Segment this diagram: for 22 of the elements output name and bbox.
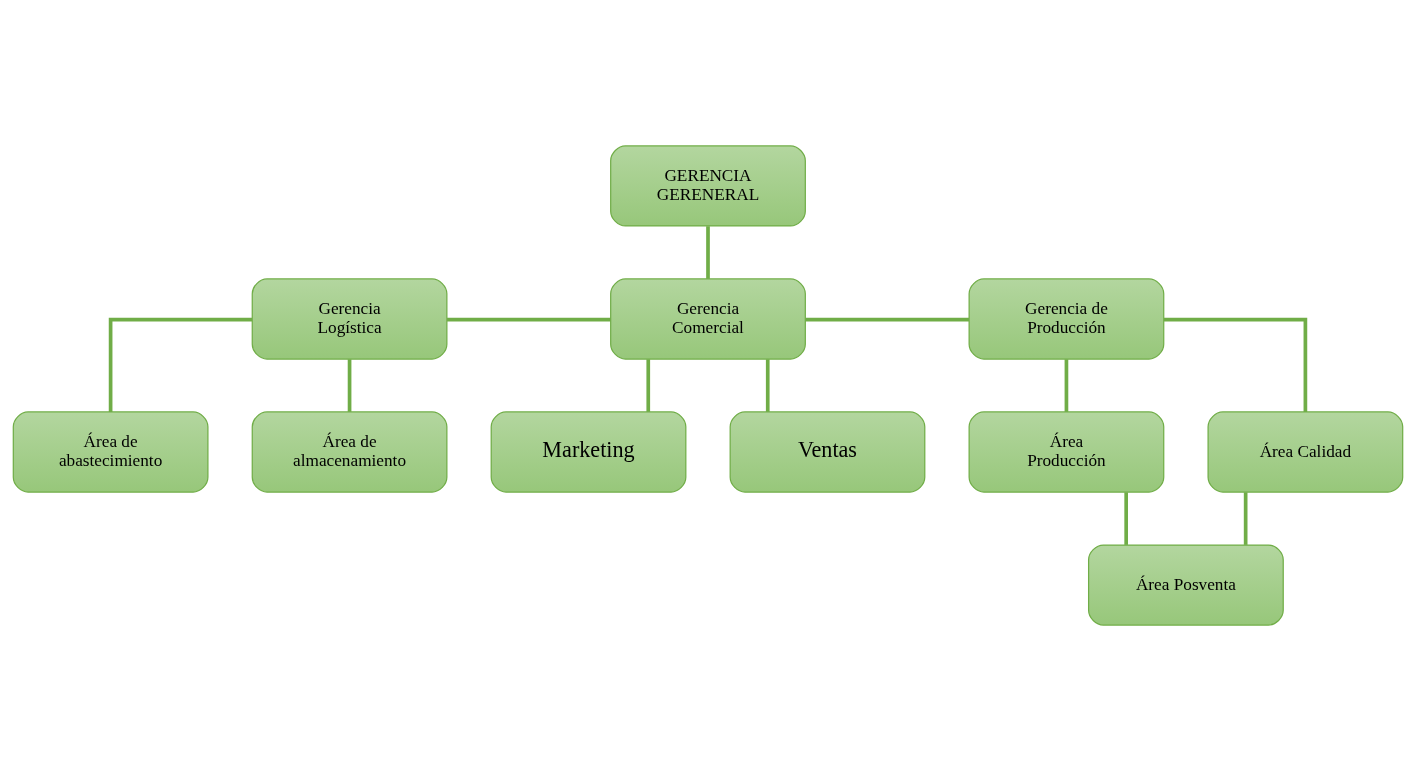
connector — [805, 317, 969, 322]
connector — [1064, 359, 1069, 412]
connector — [765, 359, 770, 412]
connector — [646, 359, 651, 412]
node-box: GERENCIA GERENERAL — [610, 145, 806, 227]
connector — [1124, 492, 1129, 545]
node-box: Área Producción — [968, 411, 1165, 493]
connector — [1243, 492, 1248, 545]
node-box: Gerencia Comercial — [610, 278, 806, 360]
connector — [108, 317, 252, 412]
node-box: Área Calidad — [1207, 411, 1404, 493]
node-box: Ventas — [729, 411, 926, 493]
connector — [347, 359, 352, 412]
node-box: Área Posventa — [1088, 544, 1284, 626]
node-box: Gerencia Logística — [251, 278, 448, 360]
connector — [447, 317, 611, 322]
node-box: Gerencia de Producción — [968, 278, 1165, 360]
node-box: Área de abastecimiento — [12, 411, 209, 493]
connector — [706, 226, 710, 279]
connector — [1164, 317, 1308, 412]
node-box: Marketing — [490, 411, 687, 493]
node-box: Área de almacenamiento — [251, 411, 448, 493]
